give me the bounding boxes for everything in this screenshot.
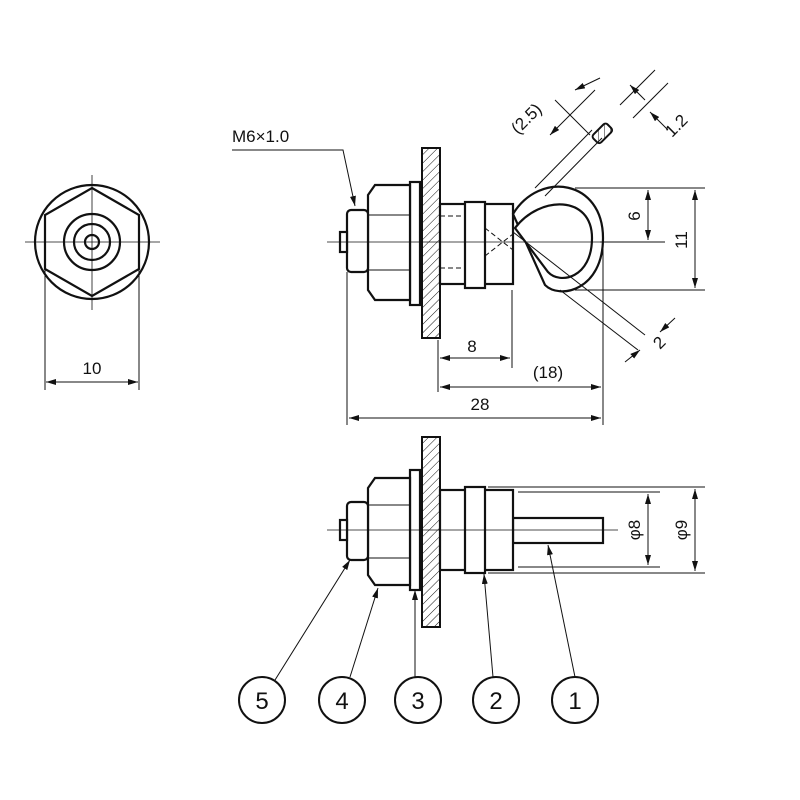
svg-text:2: 2 [489, 688, 502, 715]
dim-overall-length: 28 [471, 395, 490, 414]
balloon-3: 3 [394, 676, 442, 724]
side-view-eye: (2.5) 1.2 2 6 11 8 (18) 28 M6×1.0 [232, 69, 705, 425]
balloon-2: 2 [472, 676, 520, 724]
svg-text:1: 1 [568, 688, 581, 715]
balloon-5: 5 [238, 676, 286, 724]
thread-spec-label: M6×1.0 [232, 127, 289, 146]
dim-wire-section: (2.5) [507, 100, 545, 138]
side-view-pin: φ8 φ9 [274, 436, 705, 681]
svg-text:3: 3 [411, 688, 424, 715]
dim-body-length: 8 [467, 337, 476, 356]
dim-ring-dia: φ9 [672, 520, 691, 540]
svg-text:5: 5 [255, 688, 268, 715]
dim-eye-length: (18) [533, 363, 563, 382]
balloon-4: 4 [318, 676, 366, 724]
svg-text:4: 4 [335, 688, 348, 715]
balloon-1: 1 [551, 676, 599, 724]
dim-eye-wire: 2 [649, 333, 669, 353]
dim-eye-inner: 6 [625, 211, 644, 220]
front-view: 10 [25, 175, 160, 390]
dim-eye-outer: 11 [672, 231, 691, 249]
dim-wire-thickness: 1.2 [661, 111, 691, 141]
dim-front-width: 10 [83, 359, 102, 378]
dim-pin-dia: φ8 [625, 520, 644, 540]
